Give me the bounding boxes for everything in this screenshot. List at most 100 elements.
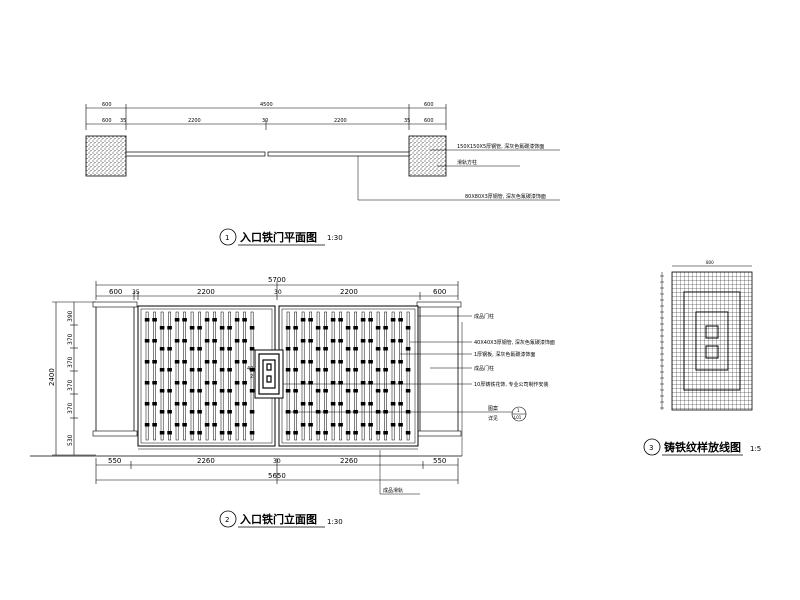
elev-dim-left-2: 370 xyxy=(67,356,74,368)
bar-collar xyxy=(323,326,328,330)
bar-collar xyxy=(300,423,306,427)
elev-title-circle xyxy=(219,510,237,528)
bar-collar xyxy=(368,423,373,427)
bar-collar xyxy=(204,339,210,343)
elev-dim-left-4: 370 xyxy=(67,402,74,414)
bar-collar xyxy=(204,423,210,427)
elev-note-1: 40X40X3厚钢管, 深灰色氟碳漆饰面 xyxy=(474,339,555,346)
plan-gate-leaf-right xyxy=(267,151,410,157)
gate-bar xyxy=(168,311,171,441)
gate-bar xyxy=(198,311,201,441)
bar-collar xyxy=(174,318,180,322)
elev-note-0: 成品门柱 xyxy=(474,313,494,320)
bar-collar xyxy=(219,431,225,435)
bar-collar xyxy=(360,318,366,322)
bar-collar xyxy=(189,347,195,351)
bar-collar xyxy=(189,389,195,393)
bar-collar xyxy=(212,402,217,406)
bar-collar xyxy=(390,402,396,406)
gate-bar xyxy=(190,311,194,441)
bar-collar xyxy=(315,389,321,393)
bar-collar xyxy=(212,360,217,364)
plan-dim-2-4: 2200 xyxy=(334,118,347,124)
bar-collar xyxy=(182,318,187,322)
elev-scale: 1:30 xyxy=(327,518,343,526)
bar-collar xyxy=(398,339,403,343)
elev-title: 入口铁门立面图 xyxy=(240,512,317,526)
gate-bar xyxy=(301,311,305,441)
bar-collar xyxy=(293,431,298,435)
bar-collar xyxy=(308,360,313,364)
gate-bar xyxy=(369,311,372,441)
bar-collar xyxy=(152,360,157,364)
elev-detail-bottom: L01 xyxy=(514,415,522,420)
bar-collar xyxy=(152,339,157,343)
bar-collar xyxy=(174,423,180,427)
bar-collar xyxy=(375,347,381,351)
bar-collar xyxy=(219,326,225,330)
bar-collar xyxy=(285,368,291,372)
elev-dim-bottom-1: 2260 xyxy=(197,457,215,465)
bar-collar xyxy=(338,339,343,343)
bar-collar xyxy=(360,339,366,343)
gate-bar xyxy=(250,311,254,441)
plan-dim-2-3: 30 xyxy=(262,118,268,124)
bar-collar xyxy=(144,318,150,322)
elev-dim-top-0: 600 xyxy=(109,288,122,296)
bar-collar xyxy=(167,326,172,330)
bar-collar xyxy=(360,360,366,364)
elev-left-pillar xyxy=(95,303,135,435)
elev-detail-top: 1 xyxy=(517,408,520,413)
elev-right-pillar xyxy=(419,303,459,435)
bar-collar xyxy=(360,423,366,427)
bar-collar xyxy=(285,326,291,330)
bar-collar xyxy=(227,368,232,372)
bar-collar xyxy=(375,368,381,372)
gate-bar xyxy=(384,311,387,441)
bar-collar xyxy=(159,368,165,372)
bar-collar xyxy=(375,389,381,393)
bar-collar xyxy=(308,423,313,427)
gate-bar xyxy=(376,311,380,441)
elev-detail-label: 图案 xyxy=(488,405,498,412)
bar-collar xyxy=(234,360,240,364)
bar-collar xyxy=(405,347,411,351)
bar-collar xyxy=(167,389,172,393)
bar-collar xyxy=(197,431,202,435)
bar-collar xyxy=(383,431,388,435)
bar-collar xyxy=(167,431,172,435)
bar-collar xyxy=(330,360,336,364)
bar-collar xyxy=(285,347,291,351)
bar-collar xyxy=(144,360,150,364)
elev-inner-dim-0: 40 xyxy=(247,366,253,372)
bar-collar xyxy=(159,410,165,414)
bar-collar xyxy=(345,431,351,435)
elev-dim-bottom-4: 550 xyxy=(433,457,446,465)
elev-dim-left-5: 530 xyxy=(67,434,74,446)
bar-collar xyxy=(189,410,195,414)
bar-collar xyxy=(234,423,240,427)
cast-iron-ornament xyxy=(254,349,284,399)
bar-collar xyxy=(353,326,358,330)
bar-collar xyxy=(293,347,298,351)
bar-collar xyxy=(300,381,306,385)
pattern-ticks xyxy=(660,275,664,409)
bar-collar xyxy=(227,389,232,393)
pattern-top-dim: 800 xyxy=(706,260,714,265)
plan-dim-top-0: 600 xyxy=(102,102,112,108)
elev-note-4: 10厚铸铁花饰, 专业公司制作安装 xyxy=(474,381,549,388)
bar-collar xyxy=(212,423,217,427)
elevation-view: 5700 600 35 2200 30 2200 600 2400 390 37… xyxy=(30,276,555,528)
elev-dim-top-5: 600 xyxy=(433,288,446,296)
gate-bar xyxy=(406,311,410,441)
bar-collar xyxy=(189,368,195,372)
pattern-view: 800 3 铸铁纹样放线图 1:5 xyxy=(643,260,761,456)
bar-collar xyxy=(308,339,313,343)
elev-dim-bottom-2: 30 xyxy=(273,458,281,465)
elev-title-number: 2 xyxy=(225,516,229,524)
elev-dim-top-3: 30 xyxy=(274,289,282,296)
bar-collar xyxy=(249,326,255,330)
bar-collar xyxy=(293,326,298,330)
elev-dim-left-0: 390 xyxy=(67,310,74,322)
bar-collar xyxy=(330,339,336,343)
